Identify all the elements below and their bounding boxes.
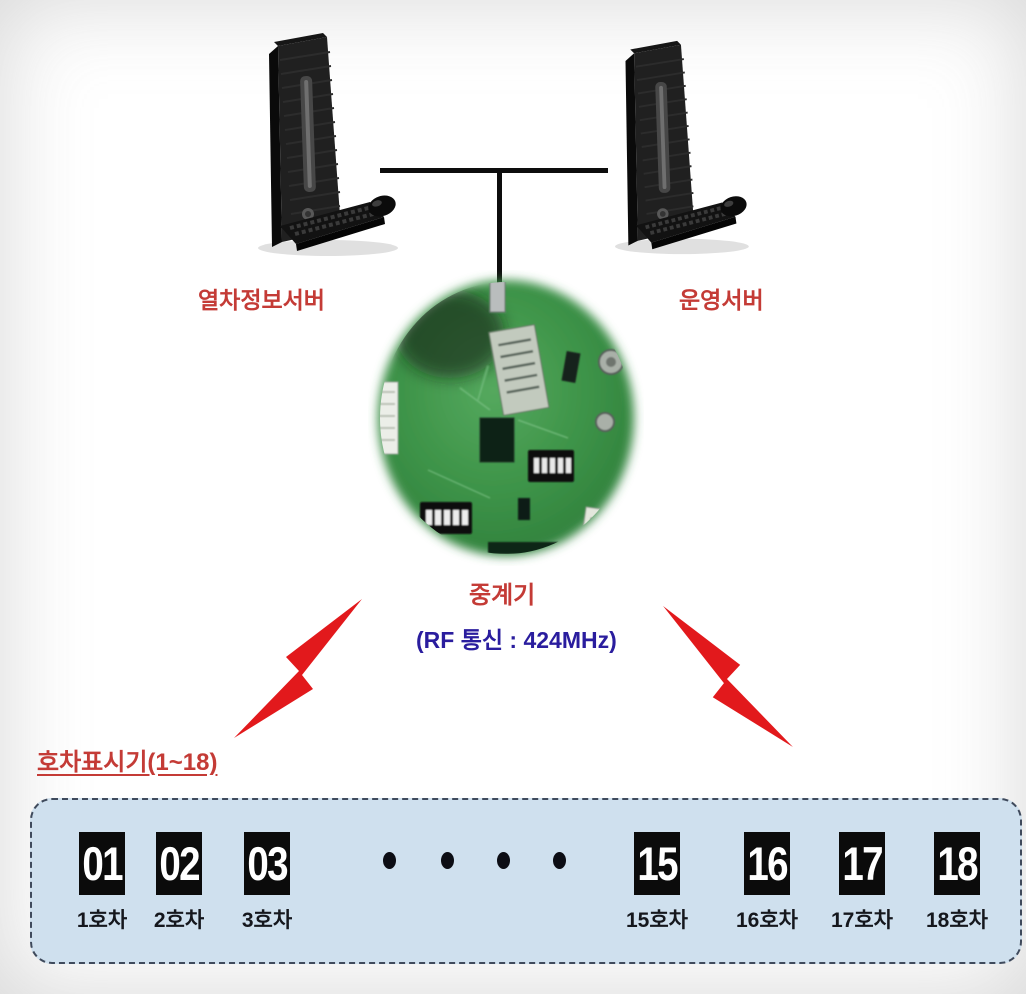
car-number-display: 01	[79, 832, 125, 895]
car-indicator-panel: 01 1호차 02 2호차 03 3호차 15 15호차 16 16호차 17 …	[30, 798, 1022, 964]
server-computer-left	[250, 30, 402, 258]
ellipsis-dot	[553, 852, 566, 869]
computer-shadow	[258, 240, 398, 256]
car-display-unit: 16 16호차	[729, 800, 805, 960]
car-label: 15호차	[626, 909, 688, 932]
rf-frequency-label: (RF 통신 : 424MHz)	[416, 627, 617, 653]
network-line-horizontal	[380, 168, 608, 173]
car-display-unit: 03 3호차	[229, 800, 305, 960]
ic-chip	[479, 417, 515, 463]
car-label: 18호차	[926, 909, 988, 932]
main-chip	[488, 324, 550, 416]
car-number-display: 03	[244, 832, 290, 895]
rf-bolt-right-icon	[663, 605, 793, 747]
car-label: 16호차	[736, 909, 798, 932]
car-label: 2호차	[153, 909, 205, 932]
computer-shadow	[614, 238, 749, 255]
transistor	[518, 498, 530, 520]
indicator-title: 호차표시기(1~18)	[37, 749, 218, 776]
keyboard-icon	[636, 202, 737, 250]
antenna-connector	[489, 282, 506, 313]
ellipsis-dot	[497, 852, 510, 869]
tower-icon	[625, 40, 695, 246]
ellipsis-dot	[441, 852, 454, 869]
mouse-icon	[720, 196, 747, 217]
keyboard-icon	[280, 202, 385, 251]
computer-tower-icon	[614, 40, 749, 255]
car-display-unit: 18 18호차	[919, 800, 995, 960]
tower-icon	[269, 33, 341, 247]
transistor	[561, 351, 581, 383]
car-number-display: 18	[934, 832, 980, 895]
repeater-label: 중계기	[469, 582, 536, 609]
edge-connector	[380, 381, 399, 455]
server-computer-right	[606, 38, 754, 256]
repeater-board-photo	[368, 270, 644, 566]
server-left-label: 열차정보서버	[198, 287, 325, 313]
car-display-unit: 02 2호차	[141, 800, 217, 960]
dip-switch	[420, 502, 472, 534]
mouse-icon	[368, 195, 396, 217]
rf-bolt-left-icon	[234, 599, 362, 738]
network-line-vertical	[497, 170, 502, 283]
car-display-unit: 15 15호차	[619, 800, 695, 960]
car-number-display: 17	[839, 832, 885, 895]
car-number-display: 16	[744, 832, 790, 895]
server-right-label: 운영서버	[679, 287, 764, 313]
capacitor	[595, 412, 615, 432]
car-display-unit: 17 17호차	[824, 800, 900, 960]
car-label: 3호차	[241, 909, 293, 932]
car-label: 1호차	[76, 909, 128, 932]
car-display-unit: 01 1호차	[64, 800, 140, 960]
rf-module	[577, 506, 632, 554]
dip-switch	[528, 450, 574, 482]
pcb-shadow	[396, 290, 504, 378]
pcb-traces	[427, 365, 569, 499]
computer-tower-icon	[258, 33, 398, 256]
car-number-display: 02	[156, 832, 202, 895]
car-label: 17호차	[831, 909, 893, 932]
car-number-display: 15	[634, 832, 680, 895]
ellipsis-dot	[383, 852, 396, 869]
